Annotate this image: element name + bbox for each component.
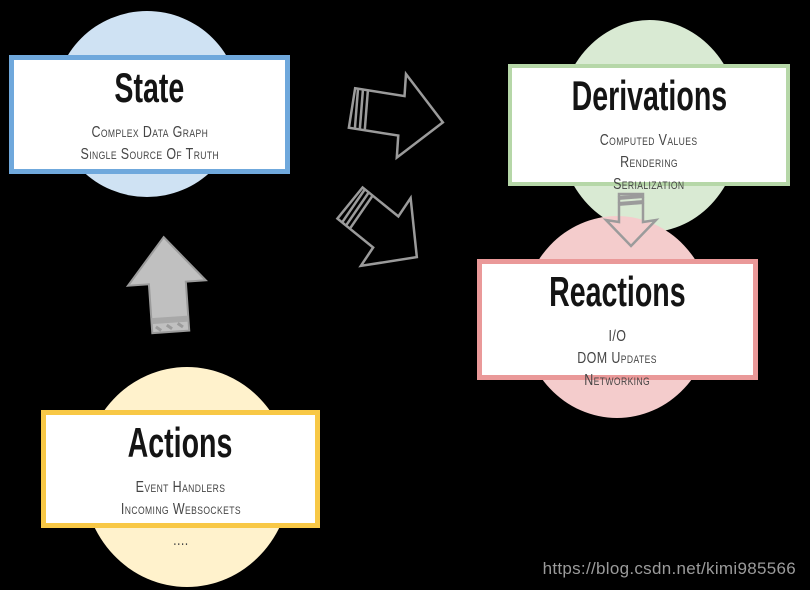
actions-node: Actions Event Handlers Incoming Websocke… <box>41 410 320 549</box>
derivations-line: Serialization <box>613 176 685 193</box>
state-sublines: Complex Data Graph Single Source Of Trut… <box>14 122 285 166</box>
actions-title: Actions <box>128 419 233 466</box>
state-node: State Complex Data Graph Single Source O… <box>9 55 290 174</box>
actions-line: Event Handlers <box>135 479 226 496</box>
reactions-line: DOM Updates <box>577 350 658 367</box>
state-line: Single Source Of Truth <box>80 146 219 163</box>
actions-line: .... <box>172 532 189 549</box>
derivations-sublines: Computed Values Rendering Serialization <box>512 130 786 196</box>
derivations-node: Derivations Computed Values Rendering Se… <box>508 64 790 193</box>
reactions-node: Reactions I/O DOM Updates Networking <box>477 259 758 389</box>
derivations-line: Computed Values <box>600 132 698 149</box>
actions-sublines: Event Handlers Incoming Websockets .... <box>46 477 315 552</box>
reactions-line: Networking <box>584 372 651 389</box>
actions-line: Incoming Websockets <box>120 501 241 518</box>
state-title: State <box>114 64 185 111</box>
derivations-title: Derivations <box>571 72 727 119</box>
watermark-url: https://blog.csdn.net/kimi985566 <box>542 559 796 578</box>
arrow-state-to-reactions-icon <box>335 185 419 268</box>
reactions-line: I/O <box>608 328 627 345</box>
derivations-line: Rendering <box>620 154 678 171</box>
reactions-title: Reactions <box>549 268 686 315</box>
arrow-actions-to-state-icon <box>125 235 208 335</box>
state-line: Complex Data Graph <box>91 124 208 141</box>
arrow-state-to-derivations-icon <box>347 70 445 161</box>
reactions-sublines: I/O DOM Updates Networking <box>482 326 753 392</box>
